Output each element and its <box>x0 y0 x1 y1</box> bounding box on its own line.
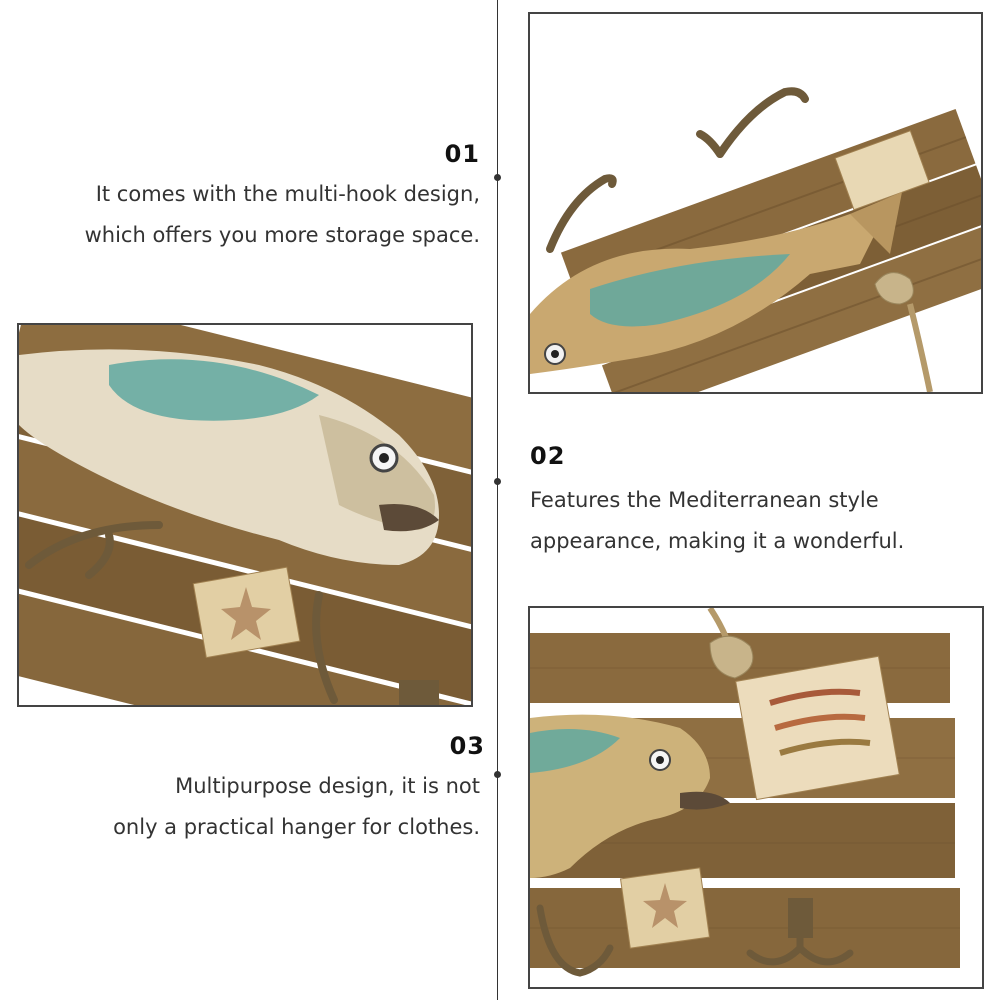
feature-number-2: 02 <box>530 442 566 470</box>
feature-3-line-2: only a practical hanger for clothes. <box>113 815 480 839</box>
hook-icon <box>25 521 338 704</box>
feature-3-line-1: Multipurpose design, it is not <box>175 774 480 798</box>
photo-rack-front <box>528 606 984 989</box>
feature-description-3: Multipurpose design, it is not only a pr… <box>40 766 480 848</box>
starfish-tile <box>619 867 711 949</box>
feature-1-line-2: which offers you more storage space. <box>84 223 480 247</box>
feature-2-line-2: appearance, making it a wonderful. <box>530 529 905 553</box>
feature-number-1: 01 <box>444 140 480 168</box>
photo-multi-hook <box>528 12 983 394</box>
fish-figure <box>19 349 439 565</box>
feature-1-line-1: It comes with the multi-hook design, <box>95 182 480 206</box>
feature-description-2: Features the Mediterranean style appeara… <box>530 480 970 562</box>
feature-2-line-1: Features the Mediterranean style <box>530 488 879 512</box>
timeline-line <box>497 0 498 1000</box>
timeline-dot-1 <box>494 174 501 181</box>
timeline-dot-2 <box>494 478 501 485</box>
feature-description-1: It comes with the multi-hook design, whi… <box>40 174 480 256</box>
lure-card <box>735 655 900 801</box>
starfish-tile <box>192 566 301 659</box>
photo-fish-closeup <box>17 323 473 707</box>
fish-figure <box>530 714 730 878</box>
hook-icon <box>536 904 854 977</box>
fish-figure <box>530 192 902 374</box>
timeline-dot-3 <box>494 771 501 778</box>
feature-number-3: 03 <box>449 732 485 760</box>
hook-icon <box>546 87 809 253</box>
